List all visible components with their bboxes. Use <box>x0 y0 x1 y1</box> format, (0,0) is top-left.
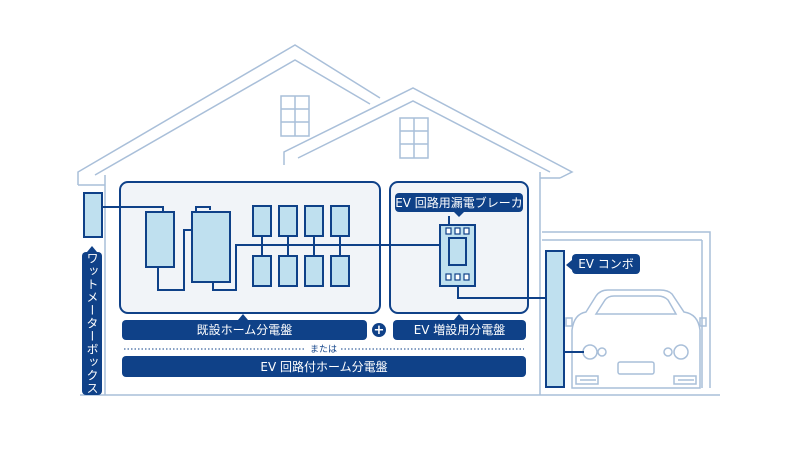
watt-meter-device <box>83 192 103 238</box>
or-text: または <box>306 342 342 355</box>
ev-combo-label: EV コンボ <box>572 254 640 274</box>
front-window <box>399 117 429 159</box>
car-icon <box>565 289 707 389</box>
branch-breaker-6 <box>278 255 298 287</box>
ev-circuit-panel-label: EV 回路付ホーム分電盤 <box>122 356 526 377</box>
wiring <box>102 206 548 299</box>
ev-breaker-text: EV 回路用漏電ブレーカ <box>395 195 523 210</box>
branch-breaker-1 <box>252 205 272 237</box>
upper-window <box>280 95 310 137</box>
watt-meter-box-text: ワットメーターボックス <box>85 252 99 395</box>
ev-leakage-breaker <box>439 224 476 287</box>
ev-added-panel-label: EV 増設用分電盤 <box>393 320 526 340</box>
branch-breaker-8 <box>330 255 350 287</box>
existing-panel-label: 既設ホーム分電盤 <box>122 320 367 340</box>
ev-combo-text: EV コンボ <box>578 257 634 271</box>
branch-breaker-3 <box>304 205 324 237</box>
watt-meter-box-label: ワットメーターボックス <box>82 252 102 395</box>
plus-icon: + <box>372 323 386 337</box>
ev-breaker-label: EV 回路用漏電ブレーカ <box>395 193 523 212</box>
main-breaker-1 <box>145 211 175 268</box>
branch-breaker-7 <box>304 255 324 287</box>
main-breaker-2 <box>191 211 231 283</box>
existing-panel-text: 既設ホーム分電盤 <box>196 323 293 337</box>
house-outline <box>77 44 720 396</box>
branch-breaker-2 <box>278 205 298 237</box>
ev-added-panel-text: EV 増設用分電盤 <box>413 323 506 337</box>
existing-breakers <box>145 205 350 287</box>
ev-combo-device <box>545 250 565 388</box>
label-pointers <box>87 212 572 320</box>
branch-breaker-4 <box>330 205 350 237</box>
branch-breaker-5 <box>252 255 272 287</box>
plus-symbol: + <box>373 322 385 338</box>
ev-circuit-panel-text: EV 回路付ホーム分電盤 <box>260 359 388 374</box>
